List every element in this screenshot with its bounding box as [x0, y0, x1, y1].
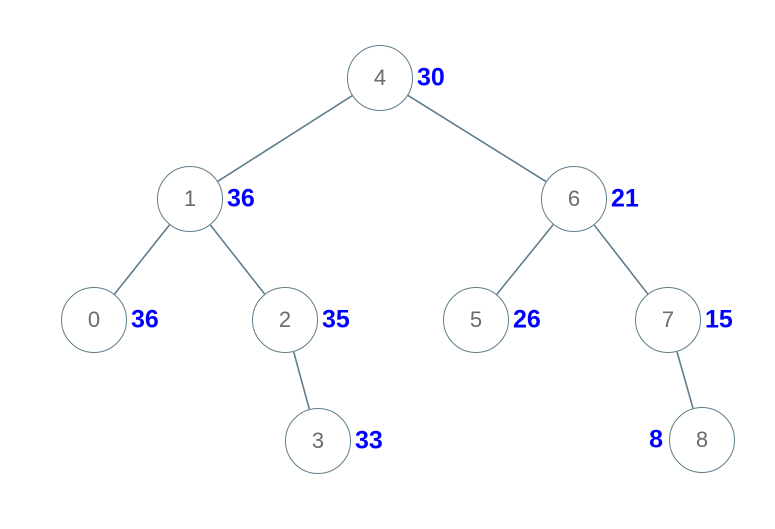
tree-node-2[interactable]: 2: [252, 287, 318, 353]
tree-node-weight-1: 36: [227, 184, 255, 213]
tree-node-1[interactable]: 1: [157, 166, 223, 232]
tree-node-4[interactable]: 4: [347, 45, 413, 111]
tree-node-8[interactable]: 8: [669, 407, 735, 473]
tree-node-label-2: 2: [278, 307, 292, 332]
tree-node-weight-4: 30: [417, 63, 445, 92]
tree-node-weight-2: 35: [322, 305, 350, 334]
tree-node-weight-8: 8: [649, 425, 663, 454]
tree-node-7[interactable]: 7: [635, 287, 701, 353]
tree-node-label-3: 3: [311, 428, 325, 453]
tree-node-label-5: 5: [469, 307, 483, 332]
tree-node-weight-0: 36: [131, 305, 159, 334]
tree-edge-4-1: [217, 95, 353, 182]
tree-node-label-0: 0: [87, 307, 101, 332]
tree-edge-2-3: [292, 351, 311, 410]
tree-node-label-8: 8: [695, 427, 709, 452]
tree-node-6[interactable]: 6: [541, 166, 607, 232]
tree-edge-1-0: [113, 224, 171, 295]
tree-node-5[interactable]: 5: [443, 287, 509, 353]
tree-edge-6-7: [593, 224, 649, 295]
tree-edge-7-8: [676, 351, 694, 409]
tree-node-0[interactable]: 0: [61, 287, 127, 353]
tree-node-label-4: 4: [373, 65, 387, 90]
tree-node-weight-3: 33: [355, 426, 383, 455]
tree-node-3[interactable]: 3: [285, 408, 351, 474]
tree-node-label-1: 1: [183, 186, 197, 211]
tree-node-weight-5: 26: [513, 305, 541, 334]
tree-node-weight-7: 15: [705, 305, 733, 334]
tree-node-weight-6: 21: [611, 184, 639, 213]
tree-edge-1-2: [209, 224, 266, 295]
tree-node-label-6: 6: [567, 186, 581, 211]
tree-node-label-7: 7: [661, 307, 675, 332]
tree-edge-4-6: [407, 94, 547, 183]
tree-edge-6-5: [496, 224, 554, 295]
